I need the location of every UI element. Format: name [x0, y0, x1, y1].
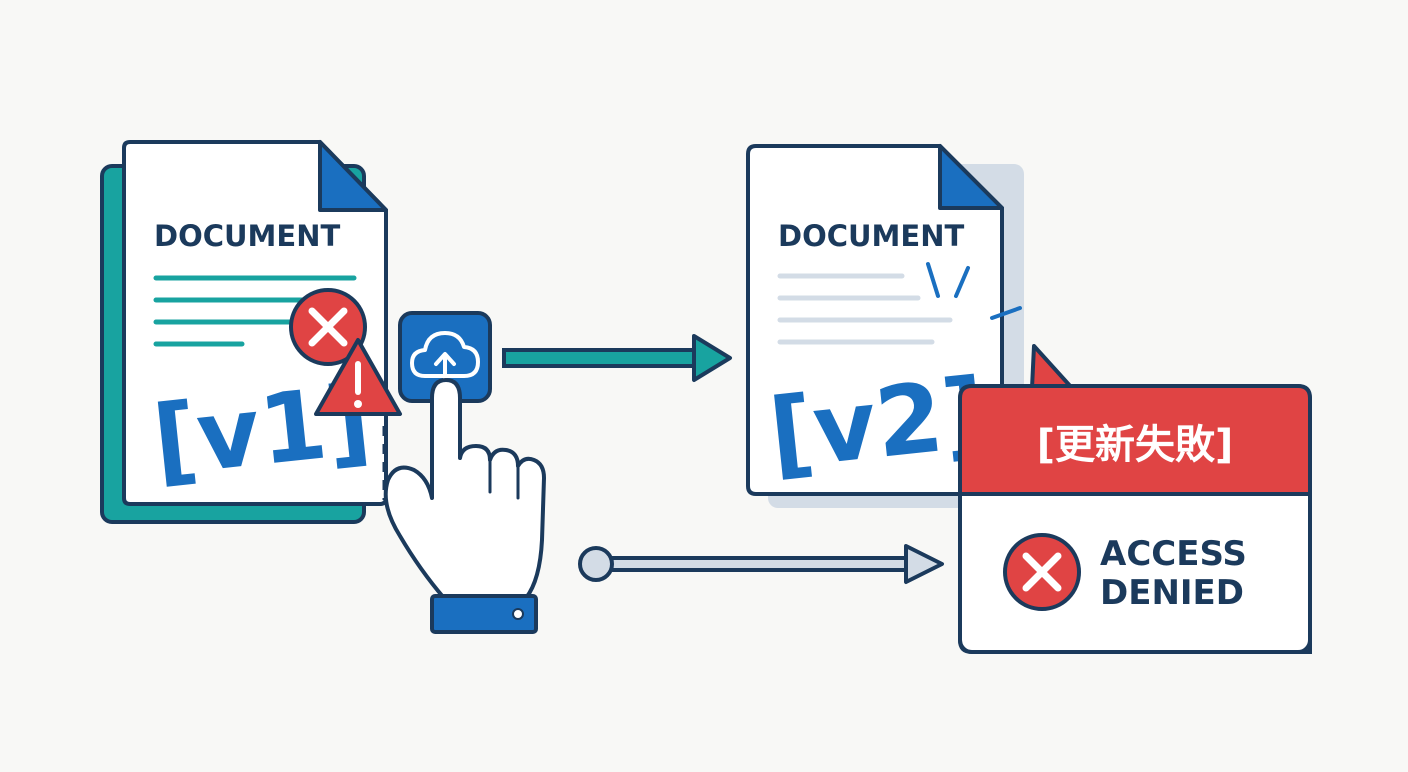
cloud-upload-button[interactable]	[398, 311, 492, 403]
document-v2-title: DOCUMENT	[778, 219, 964, 253]
document-v2-version-label: [v2]	[764, 357, 992, 491]
error-x-icon	[289, 288, 367, 366]
access-denied-icon	[1003, 533, 1081, 611]
hand-cuff	[430, 594, 538, 634]
document-v2-text-lines	[777, 273, 953, 345]
document-v1-title: DOCUMENT	[154, 219, 340, 253]
upload-arrow	[502, 334, 732, 382]
access-denied-line2: DENIED	[1100, 573, 1244, 613]
document-v1-fold-corner	[318, 140, 388, 212]
error-panel-pointer	[1030, 344, 1074, 390]
error-panel-header	[960, 386, 1310, 494]
error-panel-title: [更新失敗]	[1037, 422, 1234, 468]
warning-triangle-icon	[314, 338, 402, 416]
glitch-sparks	[926, 262, 1022, 320]
document-v2-fold-corner	[938, 144, 1004, 210]
pointing-hand-icon	[383, 378, 546, 634]
error-panel: [更新失敗] ACCESS DENIED	[958, 344, 1312, 654]
access-denied-line1: ACCESS	[1100, 534, 1247, 574]
request-arrow	[578, 544, 944, 584]
